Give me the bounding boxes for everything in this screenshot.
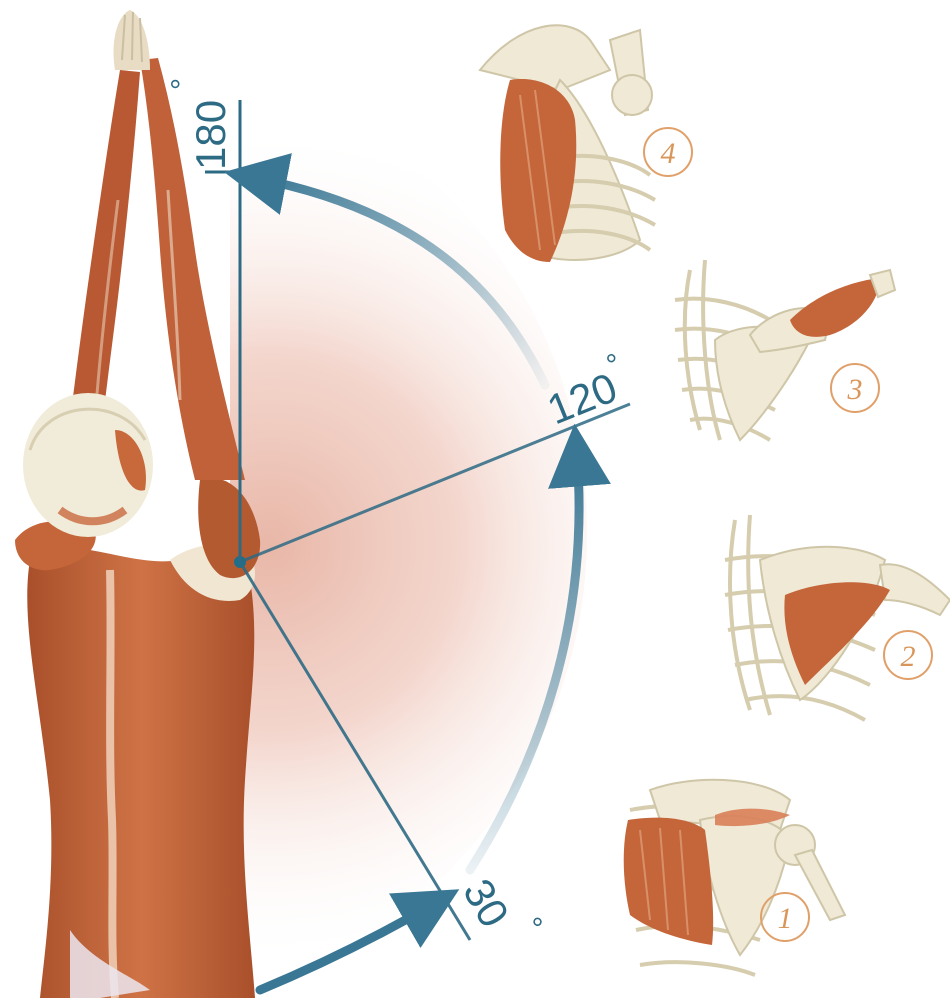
shoulder-deltoid-icon — [675, 260, 895, 440]
label-180-degree: ° — [166, 78, 199, 90]
label-30: 30 — [454, 871, 518, 935]
shoulder-latissimus-icon — [480, 25, 655, 262]
step-4-badge: 4 — [644, 128, 692, 176]
step-3-label: 3 — [847, 373, 863, 406]
step-1-label: 1 — [778, 902, 793, 935]
shoulder-scapula-muscle-icon — [624, 780, 845, 975]
step-3-badge: 3 — [831, 364, 879, 412]
step-2-badge: 2 — [884, 631, 932, 679]
label-30-degree: ° — [514, 912, 549, 939]
step-1-badge: 1 — [761, 893, 809, 941]
step-4-label: 4 — [661, 137, 676, 170]
shoulder-subscapularis-icon — [725, 515, 950, 720]
step-2-label: 2 — [901, 640, 916, 673]
label-180: 180 — [187, 100, 234, 170]
